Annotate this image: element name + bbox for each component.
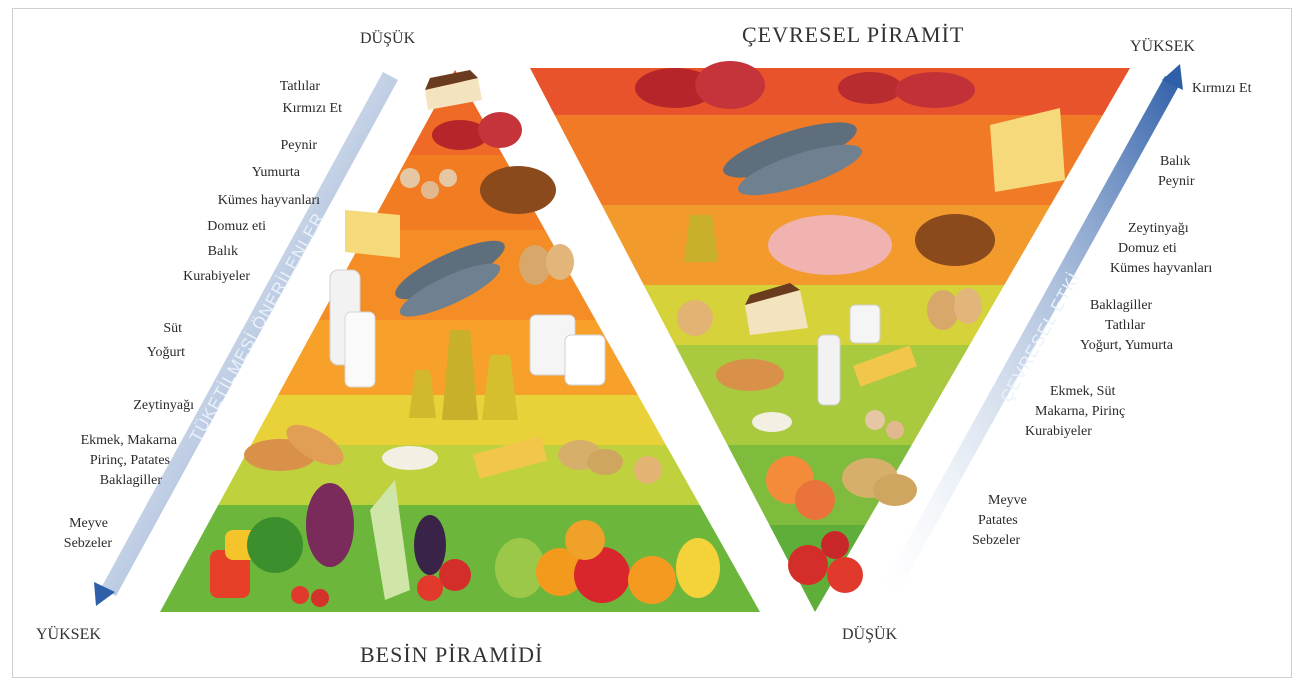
left-label: Yoğurt — [147, 344, 185, 361]
milk-icon — [818, 335, 840, 405]
cookies-icon — [865, 410, 885, 430]
legumes-icon — [634, 456, 662, 484]
right-label: Zeytinyağı — [1128, 220, 1189, 237]
right-label: Kırmızı Et — [1192, 80, 1252, 97]
band-red — [520, 60, 1140, 115]
left-label: Kırmızı Et — [283, 100, 343, 117]
left-label: Balık — [208, 243, 238, 260]
chicken-icon — [915, 214, 995, 266]
left-label: Tatlılar — [280, 78, 320, 95]
chicken-icon — [480, 166, 556, 214]
right-label: Baklagiller — [1090, 297, 1152, 314]
environmental-pyramid-title: ÇEVRESEL PİRAMİT — [742, 22, 964, 48]
left-label: Sebzeler — [64, 535, 112, 552]
bread-icon — [716, 359, 784, 391]
vegetables-icon — [788, 545, 828, 585]
food-pyramid-title: BESİN PİRAMİDİ — [360, 642, 543, 668]
right-label: Ekmek, Süt — [1050, 383, 1115, 400]
right-label: Patates — [978, 512, 1018, 529]
right-axis-top-label: YÜKSEK — [1130, 38, 1195, 56]
egg-icon — [927, 290, 959, 330]
rice-icon — [382, 446, 438, 470]
left-axis-bottom-label: YÜKSEK — [36, 626, 101, 644]
right-label: Makarna, Pirinç — [1035, 403, 1125, 420]
right-label: Tatlılar — [1105, 317, 1145, 334]
left-label: Kurabiyeler — [183, 268, 250, 285]
right-label: Kümes hayvanları — [1110, 260, 1212, 277]
left-label: Yumurta — [252, 164, 300, 181]
left-label: Pirinç, Patates — [90, 452, 170, 469]
band-lime — [150, 445, 770, 505]
rice-icon — [752, 412, 792, 432]
right-label: Kurabiyeler — [1025, 423, 1092, 440]
cookies-icon — [400, 168, 420, 188]
left-label: Domuz eti — [207, 218, 266, 235]
cheese-icon — [345, 210, 400, 258]
left-axis-top-label: DÜŞÜK — [360, 30, 415, 48]
left-label: Baklagiller — [100, 472, 162, 489]
left-label: Peynir — [280, 137, 317, 154]
left-label: Ekmek, Makarna — [81, 432, 177, 449]
right-label: Yoğurt, Yumurta — [1080, 337, 1173, 354]
left-label: Kümes hayvanları — [218, 192, 320, 209]
yogurt-icon — [850, 305, 880, 343]
left-label: Meyve — [69, 515, 108, 532]
left-label: Zeytinyağı — [133, 397, 194, 414]
right-axis-bottom-label: DÜŞÜK — [842, 626, 897, 644]
left-label: Süt — [163, 320, 182, 337]
right-label: Balık — [1160, 153, 1190, 170]
right-label: Peynir — [1158, 173, 1195, 190]
legumes-icon — [677, 300, 713, 336]
right-label: Meyve — [988, 492, 1027, 509]
right-label: Domuz eti — [1118, 240, 1177, 257]
pork-icon — [768, 215, 892, 275]
right-label: Sebzeler — [972, 532, 1020, 549]
